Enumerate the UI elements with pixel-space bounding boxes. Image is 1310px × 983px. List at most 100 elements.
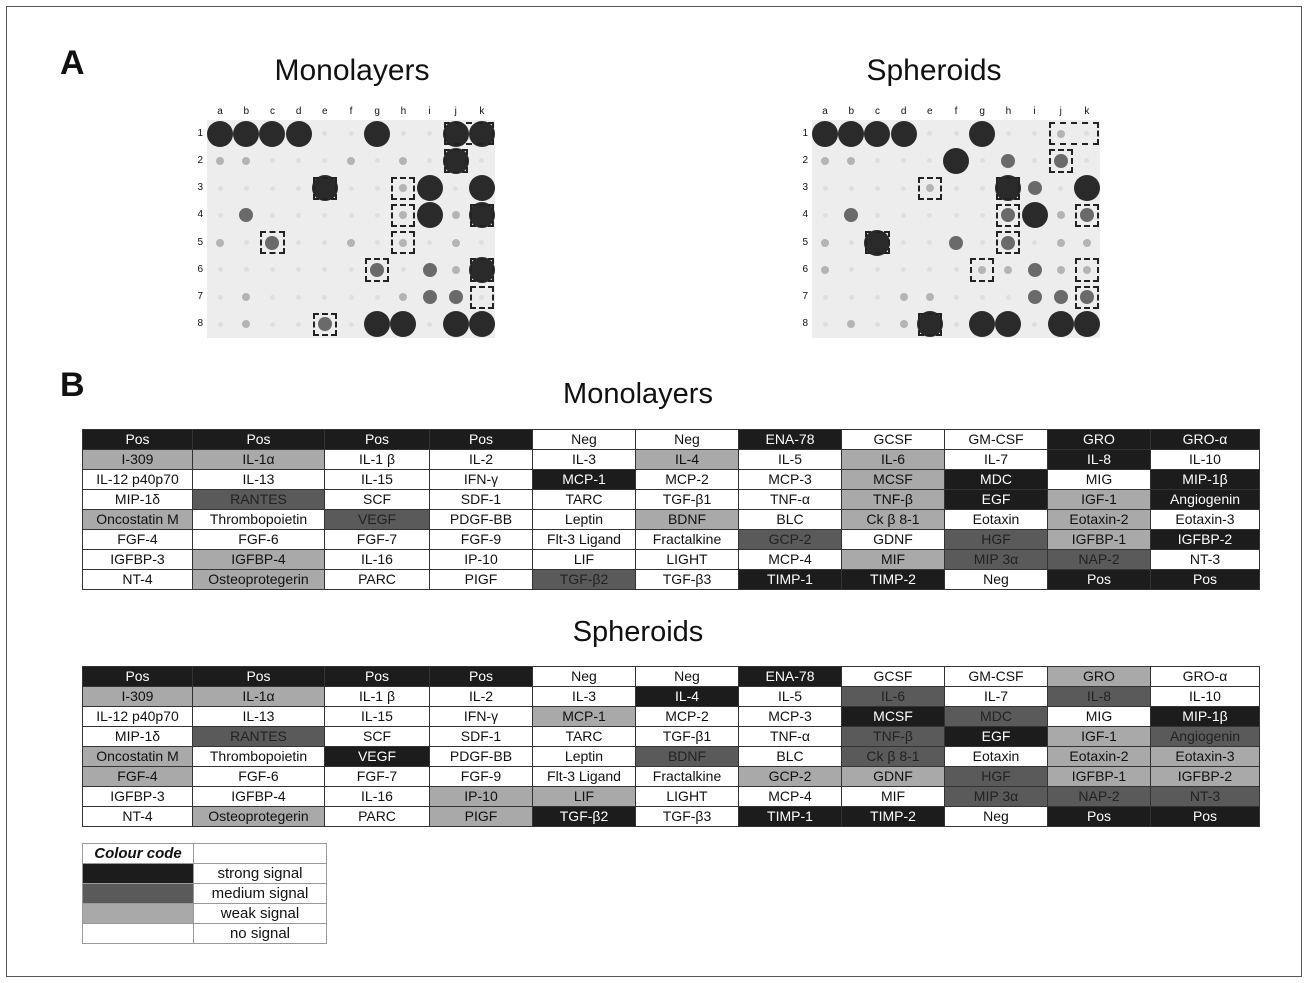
monolayers-cell: Thrombopoietin (192, 509, 325, 530)
legend-header-blank (193, 843, 327, 864)
blot-highlight-box (469, 203, 494, 227)
blot-spot (927, 131, 933, 137)
blot-row-label: 1 (197, 127, 203, 139)
blot-spot (400, 131, 406, 137)
spheroids-cell: TARC (532, 726, 636, 747)
blot-spot (927, 158, 933, 164)
spheroids-cell: Oncostatin M (82, 746, 193, 767)
blot-highlight-box (1074, 203, 1099, 227)
spheroids-cell: MIG (1047, 706, 1151, 727)
blot-spot (217, 294, 223, 300)
blot-column-label: d (295, 106, 302, 117)
legend-header: Colour code (82, 843, 194, 864)
monolayers-cell: IP-10 (429, 549, 533, 570)
blot-title-spheroids: Spheroids (866, 54, 1002, 87)
blot-spot (847, 320, 856, 329)
blot-spot (927, 212, 933, 218)
blot-spot (899, 293, 908, 302)
blot-spot (348, 212, 354, 218)
blot-spot (217, 321, 223, 327)
spheroids-cell: MIF (841, 786, 945, 807)
spheroids-cell: MDC (944, 706, 1048, 727)
spheroids-cell: LIGHT (635, 786, 739, 807)
blot-spot (296, 294, 302, 300)
monolayers-cell: LIGHT (635, 549, 739, 570)
blot-spot (322, 158, 328, 164)
blot-column-label: c (874, 106, 880, 117)
blot-spot (296, 240, 302, 246)
blot-spot (1047, 311, 1074, 338)
spheroids-cell: MIP-1β (1150, 706, 1260, 727)
monolayers-cell: TGF-β2 (532, 569, 636, 590)
monolayers-cell: Pos (1150, 569, 1260, 590)
blot-spot (269, 212, 275, 218)
blot-highlight-box (970, 258, 995, 282)
blot-spot (296, 321, 302, 327)
blot-highlight-box (996, 231, 1021, 255)
monolayers-cell: MIG (1047, 469, 1151, 490)
blot-spot (296, 185, 302, 191)
blot-column-label: a (822, 106, 828, 117)
spheroids-cell: BLC (738, 746, 842, 767)
blot-spot (468, 202, 495, 229)
blot-spot (995, 175, 1022, 202)
blot-spot (479, 294, 485, 300)
spheroids-cell: Neg (944, 806, 1048, 827)
spheroids-cell: IL-7 (944, 686, 1048, 707)
blot-spot (925, 293, 934, 302)
spheroids-cell: MIP 3α (944, 786, 1048, 807)
blot-spot (1001, 208, 1016, 223)
blot-spot (269, 294, 275, 300)
blot-highlight-box (312, 312, 337, 336)
monolayers-cell: Oncostatin M (82, 509, 193, 530)
blot-title-monolayers: Monolayers (274, 54, 430, 87)
blot-column-label: h (400, 106, 407, 117)
blot-spot (322, 294, 328, 300)
blot-row-label: 1 (802, 127, 808, 139)
blot-spot (296, 158, 302, 164)
legend-swatch-strong (82, 863, 194, 884)
blot-highlight-box (391, 176, 416, 200)
blot-spot (901, 185, 907, 191)
monolayers-cell: TIMP-1 (738, 569, 842, 590)
spheroids-cell: IL-15 (324, 706, 430, 727)
blot-spot (243, 185, 249, 191)
monolayers-cell: MCP-2 (635, 469, 739, 490)
monolayers-cell: GRO (1047, 429, 1151, 450)
monolayers-cell: BDNF (635, 509, 739, 530)
blot-spot (422, 262, 437, 277)
blot-spot (207, 120, 234, 147)
spheroids-cell: IL-8 (1047, 686, 1151, 707)
blot-spot (427, 321, 433, 327)
blot-highlight-box (1074, 258, 1099, 282)
spheroids-cell: Eotaxin-3 (1150, 746, 1260, 767)
blot-spot (322, 267, 328, 273)
blot-highlight-box (996, 176, 1021, 200)
blot-spot (1073, 311, 1100, 338)
monolayers-cell: IL-10 (1150, 449, 1260, 470)
legend-swatch-medium (82, 883, 194, 904)
blot-row-label: 5 (197, 236, 203, 248)
monolayers-blot (207, 120, 495, 338)
blot-row-label: 2 (197, 154, 203, 166)
spheroids-cell: Pos (324, 666, 430, 687)
monolayers-cell: Leptin (532, 509, 636, 530)
monolayers-cell: IL-12 p40p70 (82, 469, 193, 490)
spheroids-cell: NAP-2 (1047, 786, 1151, 807)
spheroids-cell: GRO (1047, 666, 1151, 687)
monolayers-cell: IL-1 β (324, 449, 430, 470)
blot-row-label: 4 (802, 209, 808, 221)
spheroids-cell: IL-6 (841, 686, 945, 707)
blot-spot (1032, 240, 1038, 246)
spheroids-cell: RANTES (192, 726, 325, 747)
blot-spot (1032, 131, 1038, 137)
monolayers-cell: Neg (532, 429, 636, 450)
blot-spot (217, 185, 223, 191)
monolayers-cell: NT-3 (1150, 549, 1260, 570)
blot-spot (453, 185, 459, 191)
legend-label-weak: weak signal (193, 903, 327, 924)
spheroids-cell: NT-4 (82, 806, 193, 827)
blot-spot (1032, 158, 1038, 164)
blot-spot (374, 185, 380, 191)
spheroids-cell: Pos (429, 666, 533, 687)
